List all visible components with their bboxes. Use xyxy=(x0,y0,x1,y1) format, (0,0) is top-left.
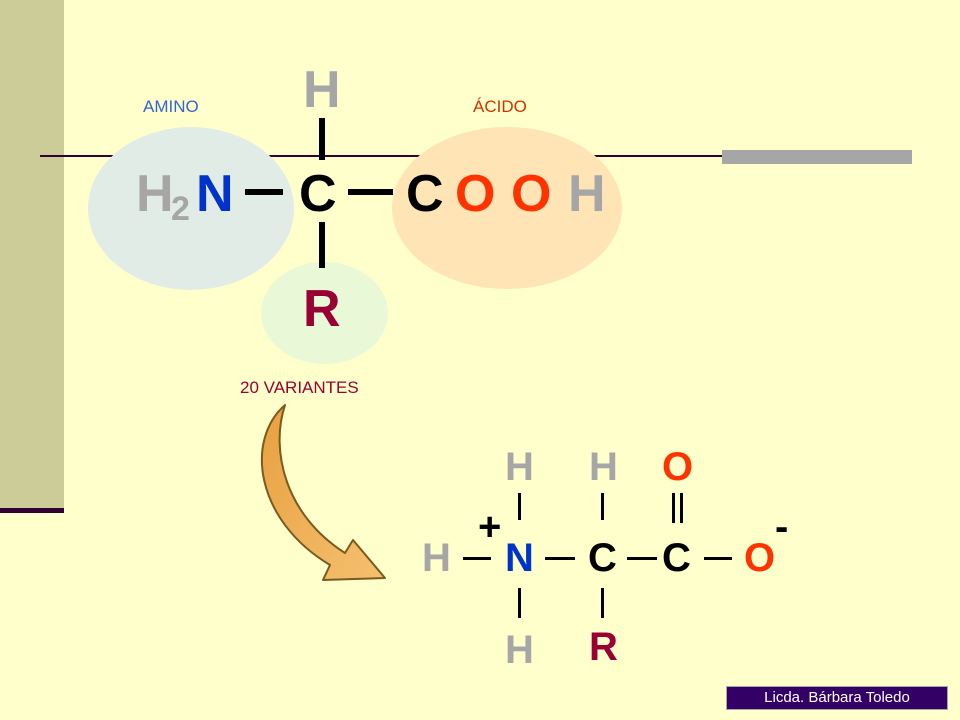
positive-charge: + xyxy=(478,505,502,549)
bond-c-h-top-bottom xyxy=(601,493,604,520)
carboxyl-carbon-atom: C xyxy=(406,165,444,223)
alpha-carbon-bottom: C xyxy=(588,536,617,580)
variants-label: 20 VARIANTES xyxy=(240,378,359,397)
double-bond-line-1 xyxy=(672,493,675,523)
amine-nitrogen-atom: N xyxy=(196,165,234,223)
carboxyl-hydrogen-atom: H xyxy=(568,165,606,223)
bond-c-c-bottom xyxy=(627,557,657,560)
bond-c-r xyxy=(319,222,325,268)
ammonium-nitrogen-atom: N xyxy=(505,536,534,580)
divider-accent-block xyxy=(722,150,912,164)
bond-c-r-bottom xyxy=(601,588,604,618)
r-group-highlight xyxy=(261,262,388,364)
amino-label: AMINO xyxy=(143,97,199,116)
bond-c-o xyxy=(704,557,732,560)
carboxylate-oxygen-atom: O xyxy=(744,536,776,580)
carbonyl-oxygen-atom: O xyxy=(662,445,694,489)
double-bond-line-2 xyxy=(680,493,683,523)
bond-n-h-bottom xyxy=(518,588,521,618)
amino-group-highlight xyxy=(88,127,294,290)
alpha-carbon-atom: C xyxy=(299,165,337,223)
left-side-bar-footer xyxy=(0,508,64,513)
amine-hydrogen-atom: H xyxy=(136,165,174,223)
r-group-atom: R xyxy=(303,280,341,338)
left-side-bar xyxy=(0,0,64,510)
bond-c-c xyxy=(348,189,393,195)
ammonium-hydrogen-left: H xyxy=(422,536,451,580)
r-group-bottom: R xyxy=(589,625,618,669)
amine-subscript: 2 xyxy=(171,190,190,228)
negative-charge: - xyxy=(775,505,789,549)
ammonium-hydrogen-bottom: H xyxy=(505,628,534,672)
bond-h-n xyxy=(463,557,491,560)
bond-n-c xyxy=(245,189,283,195)
acid-label: ÁCIDO xyxy=(473,97,527,116)
ammonium-hydrogen-top: H xyxy=(505,445,534,489)
acid-group-highlight xyxy=(392,127,622,289)
curved-arrow-icon xyxy=(260,404,386,581)
alpha-hydrogen-atom: H xyxy=(303,61,341,119)
bond-n-h-top xyxy=(518,493,521,520)
author-footer: Licda. Bárbara Toledo xyxy=(726,686,948,710)
carboxyl-oxygen-atom-1: O xyxy=(455,165,496,223)
carboxylate-carbon-atom: C xyxy=(662,536,691,580)
bond-n-c-bottom xyxy=(545,557,575,560)
carboxyl-oxygen-atom-2: O xyxy=(511,165,552,223)
bond-c-h-top xyxy=(319,118,325,160)
alpha-hydrogen-bottom-structure: H xyxy=(589,445,618,489)
